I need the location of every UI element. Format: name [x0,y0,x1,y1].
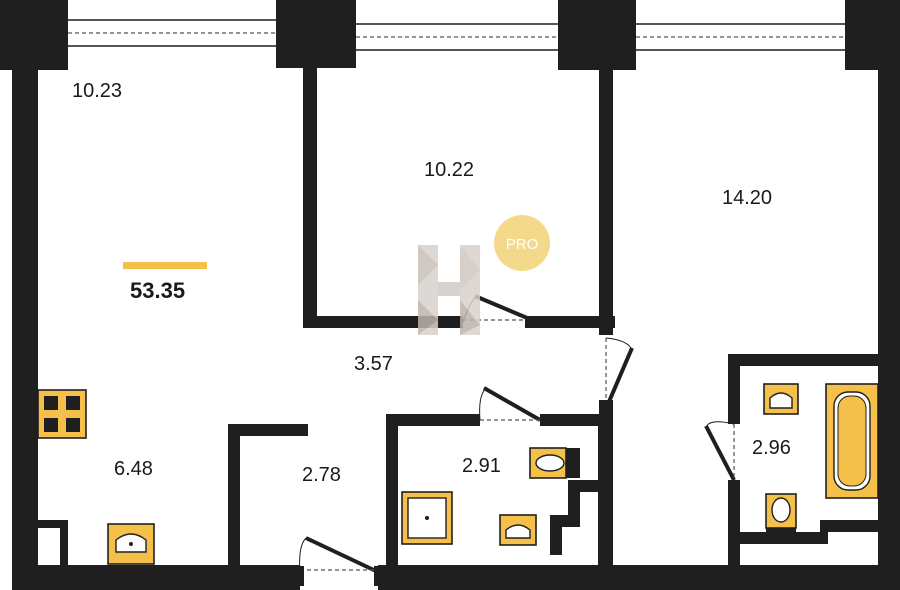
room-area-bedroom-2: 14.20 [722,187,772,209]
pro-badge-text: PRO [506,236,539,253]
room-area-wc: 2.91 [462,455,501,477]
room-area-hallway: 3.57 [354,353,393,375]
bathroom-toilet-icon [765,493,797,542]
windows [68,19,848,51]
bathroom-sink-icon [763,383,799,415]
room-area-entrance: 2.78 [302,464,341,486]
stove-icon [37,389,87,439]
bathtub-icon [825,383,879,499]
room-area-living: 10.23 [72,80,122,102]
doors [296,294,736,586]
kitchen-sink-icon [107,523,155,565]
room-area-kitchen: 6.48 [114,458,153,480]
toilet-icon [529,447,580,479]
room-area-bathroom: 2.96 [752,437,791,459]
total-area-label: 53.35 [130,278,185,303]
total-area-bar [123,262,207,269]
shower-tray-icon [401,491,453,545]
room-area-bedroom-1: 10.22 [424,159,474,181]
wc-sink-icon [499,514,537,546]
watermark-logo [418,245,480,335]
pro-badge: PRO [494,215,550,271]
